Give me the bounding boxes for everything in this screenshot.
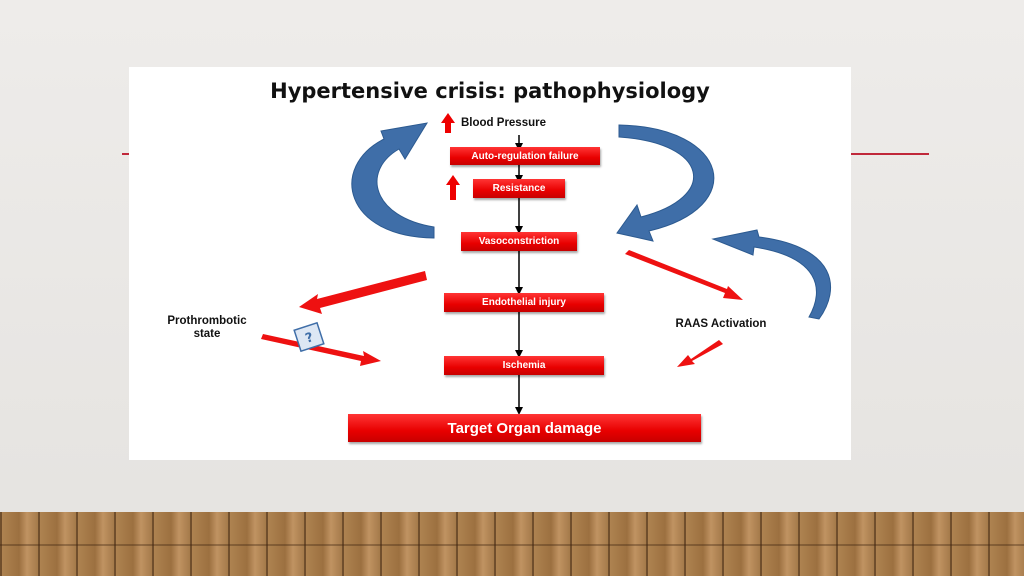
right-feedback-loop-arrow — [616, 124, 715, 242]
node-endothelial-injury: Endothelial injury — [444, 293, 604, 312]
wood-floor — [0, 512, 1024, 576]
arrow-to-prothrombotic — [299, 271, 427, 314]
bp-up-arrow-icon — [441, 113, 455, 133]
blood-pressure-label: Blood Pressure — [461, 117, 546, 129]
resistance-up-arrow-icon — [446, 175, 460, 200]
arrow-to-raas — [625, 250, 743, 300]
node-target-organ-damage: Target Organ damage — [348, 414, 701, 442]
node-autoregulation: Auto-regulation failure — [450, 147, 600, 165]
question-mark-box: ? — [293, 321, 325, 353]
diagram-title: Hypertensive crisis: pathophysiology — [270, 79, 710, 103]
arrow-raas-to-ischemia — [677, 340, 723, 367]
left-feedback-loop-arrow — [351, 122, 435, 239]
title-rule-right — [851, 153, 929, 155]
arrow-prothrombotic-to-ischemia — [261, 334, 381, 366]
title-rule-left — [122, 153, 129, 155]
raas-activation-label: RAAS Activation — [675, 318, 767, 330]
raas-loop-arrow — [711, 229, 832, 320]
flow-diagram: ? — [261, 113, 832, 415]
node-ischemia: Ischemia — [444, 356, 604, 375]
node-vasoconstriction: Vasoconstriction — [461, 232, 577, 251]
node-resistance: Resistance — [473, 179, 565, 198]
diagram-image: Hypertensive crisis: pathophysiology — [129, 67, 851, 460]
prothrombotic-state-label: Prothrombotic state — [167, 315, 247, 340]
question-mark-text: ? — [304, 330, 316, 347]
